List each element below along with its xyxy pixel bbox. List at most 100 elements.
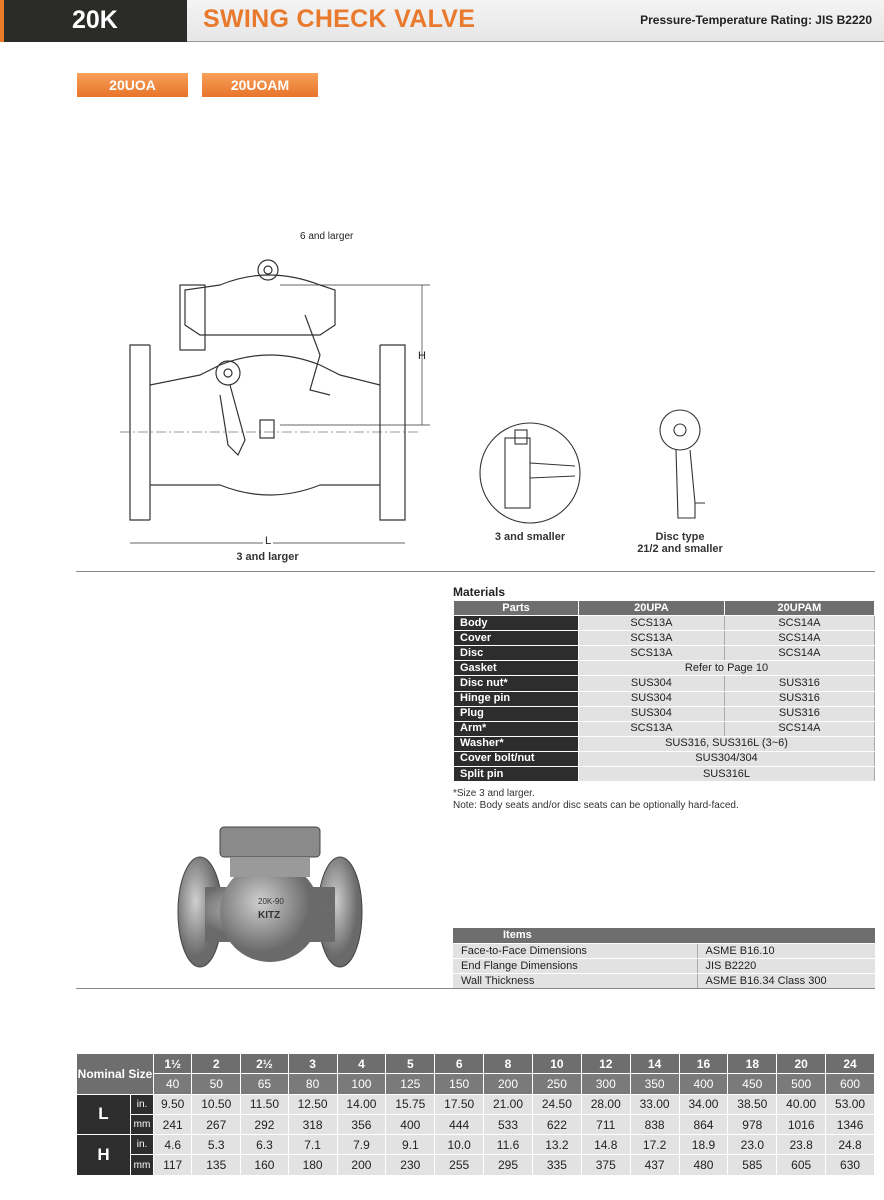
size-inch-cell: 20 xyxy=(776,1052,827,1075)
material-value-20upa: SUS304 xyxy=(578,675,725,692)
unit-label: in. xyxy=(130,1134,154,1156)
dimension-value: 533 xyxy=(483,1113,533,1136)
section-divider-2 xyxy=(76,988,875,989)
size-inch-cell: 18 xyxy=(727,1052,778,1075)
dimension-value: 318 xyxy=(287,1113,338,1136)
dimension-value: 160 xyxy=(240,1154,289,1176)
photo-marking: 20K-90 xyxy=(258,897,284,906)
nominal-size-label: Nominal Size xyxy=(76,1053,154,1095)
size-inch-cell: 3 xyxy=(287,1052,338,1075)
size-mm-cell: 50 xyxy=(191,1073,242,1095)
dimension-name-h: H xyxy=(76,1134,131,1176)
rating-text: Pressure-Temperature Rating: JIS B2220 xyxy=(640,13,872,27)
caption-3-and-smaller: 3 and smaller xyxy=(494,531,566,543)
dimension-value: 40.00 xyxy=(776,1093,827,1115)
materials-footnote: *Size 3 and larger. xyxy=(453,788,535,799)
unit-label: mm xyxy=(130,1154,154,1176)
disc-type-drawing xyxy=(659,409,705,519)
dimension-value: 585 xyxy=(727,1154,778,1176)
size-mm-cell: 150 xyxy=(434,1073,485,1095)
dimension-value: 605 xyxy=(776,1154,827,1176)
dimension-value: 292 xyxy=(240,1113,289,1136)
item-standard: ASME B16.10 xyxy=(697,943,875,959)
material-value-20upa: SUS304 xyxy=(578,690,725,707)
dimension-value: 38.50 xyxy=(727,1093,778,1115)
size-mm-cell: 125 xyxy=(385,1073,436,1095)
detail-3-smaller-drawing xyxy=(479,422,581,524)
material-value-20upa: SCS13A xyxy=(578,615,725,632)
dimension-value: 13.2 xyxy=(531,1134,582,1156)
dimension-value: 34.00 xyxy=(678,1093,729,1115)
part-name: Split pin xyxy=(453,766,579,783)
dimension-value: 6.3 xyxy=(240,1134,289,1156)
materials-note: Note: Body seats and/or disc seats can b… xyxy=(453,800,739,811)
material-value: SUS304/304 xyxy=(578,750,875,768)
size-inch-cell: 6 xyxy=(434,1052,485,1075)
dimension-value: 28.00 xyxy=(580,1093,631,1115)
size-mm-cell: 200 xyxy=(483,1073,533,1095)
valve-section-drawing xyxy=(120,259,430,544)
material-value-20upam: SUS316 xyxy=(723,705,876,722)
dimension-name-l: L xyxy=(76,1093,131,1136)
dimension-value: 4.6 xyxy=(152,1134,193,1156)
material-value: SUS316L xyxy=(578,766,875,783)
dimension-value: 978 xyxy=(727,1113,778,1136)
dimension-value: 295 xyxy=(483,1154,533,1176)
dimension-value: 24.50 xyxy=(531,1093,582,1115)
dimension-value: 1016 xyxy=(776,1113,827,1136)
label-6-and-larger: 6 and larger xyxy=(300,231,354,242)
material-value-20upa: SCS13A xyxy=(578,630,725,647)
dimension-value: 11.6 xyxy=(483,1134,533,1156)
size-inch-cell: 2½ xyxy=(240,1052,289,1075)
caption-3-and-larger: 3 and larger xyxy=(236,551,299,563)
dimension-value: 711 xyxy=(580,1113,631,1136)
unit-label: mm xyxy=(130,1113,154,1136)
dimension-h-label: H xyxy=(418,350,426,362)
size-mm-cell: 600 xyxy=(825,1073,875,1095)
size-mm-cell: 500 xyxy=(776,1073,827,1095)
part-name: Cover bolt/nut xyxy=(453,750,579,768)
materials-header-cell: Parts xyxy=(453,599,579,617)
model-tab-20uoam: 20UOAM xyxy=(202,73,318,97)
size-inch-cell: 12 xyxy=(580,1052,631,1075)
size-inch-cell: 5 xyxy=(385,1052,436,1075)
part-name: Hinge pin xyxy=(453,690,579,707)
material-value-20upam: SCS14A xyxy=(723,645,876,662)
part-name: Body xyxy=(453,615,579,632)
item-name: Face-to-Face Dimensions xyxy=(453,943,698,959)
part-name: Disc xyxy=(453,645,579,662)
dimension-value: 838 xyxy=(629,1113,680,1136)
items-header: Items xyxy=(453,928,875,944)
materials-title: Materials xyxy=(453,585,506,599)
dimension-value: 17.2 xyxy=(629,1134,680,1156)
material-value-20upa: SUS304 xyxy=(578,705,725,722)
size-inch-cell: 4 xyxy=(336,1052,387,1075)
dimension-value: 335 xyxy=(531,1154,582,1176)
dimension-value: 1346 xyxy=(825,1113,875,1136)
size-mm-cell: 65 xyxy=(240,1073,289,1095)
size-mm-cell: 300 xyxy=(580,1073,631,1095)
materials-header-cell: 20UPAM xyxy=(723,599,876,617)
size-inch-cell: 10 xyxy=(531,1052,582,1075)
section-divider xyxy=(76,571,875,572)
part-name: Gasket xyxy=(453,660,579,677)
size-mm-cell: 100 xyxy=(336,1073,387,1095)
dimension-value: 23.8 xyxy=(776,1134,827,1156)
dimension-l-label: L xyxy=(263,535,274,547)
dimension-value: 17.50 xyxy=(434,1093,485,1115)
dimension-value: 117 xyxy=(152,1154,193,1176)
unit-label: in. xyxy=(130,1093,154,1115)
dimension-value: 200 xyxy=(336,1154,387,1176)
